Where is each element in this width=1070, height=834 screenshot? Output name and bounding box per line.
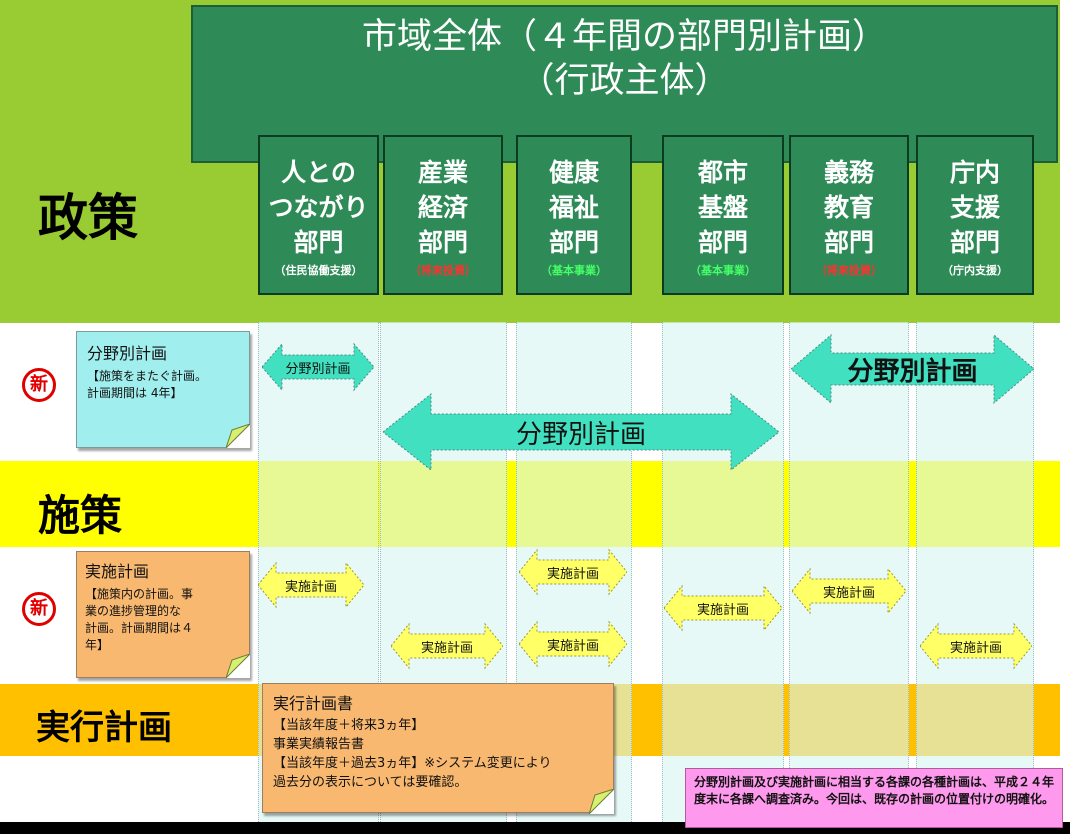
impl-plan-arrow: 実施計画 [664,584,782,632]
dept-header-education: 義務教育部門 （将来投資） [789,135,909,295]
field-plan-arrow-center: 分野別計画 [383,392,779,472]
impl-plan-arrow: 実施計画 [519,620,627,668]
note-curl-icon [226,654,250,678]
dept-header-urban: 都市基盤部門 （基本事業） [662,135,784,295]
execution-plan-note-body: 【当該年度＋将来3ヵ年】 事業実績報告書 【当該年度＋過去3ヵ年】※システム変更… [273,718,552,790]
new-badge-icon: 新 [22,592,56,626]
field-plan-arrow-right-label: 分野別計画 [847,356,978,387]
dept-header-industry: 産業経済部門 （将来投資） [383,135,503,295]
dept-header-people: 人とのつながり部門 （住民協働支援） [258,135,379,295]
dept-name-line: 健康 [548,158,599,187]
dept-name-line: 部門 [548,228,599,257]
impl-plan-arrow: 実施計画 [391,622,503,670]
dept-name-line: 部門 [417,228,468,257]
field-plan-arrow-small: 分野別計画 [262,342,374,392]
dept-tag: （庁内支援） [942,264,1008,277]
dept-name-line: 教育 [823,193,874,222]
dept-name-line: つながり [268,193,369,222]
field-plan-arrow-small-label: 分野別計画 [285,361,351,377]
new-badge-icon: 新 [22,368,56,402]
dept-name-line: 産業 [417,158,468,187]
dept-name-line: 庁内 [949,158,1000,187]
dept-tag: （住民協働支援） [274,264,363,277]
dept-tag: （将来投資） [410,264,476,277]
dept-name-line: 福祉 [548,193,599,222]
implementation-plan-note-title: 実施計画 [85,562,150,581]
dept-column-6 [916,322,1034,822]
note-curl-icon [589,789,614,814]
impl-plan-arrow-label: 実施計画 [949,640,1002,656]
field-plan-arrow-center-label: 分野別計画 [515,419,646,450]
field-plan-note-body: 【施策をまたぐ計画。 計画期間は 4年】 [87,369,208,400]
impl-plan-arrow: 実施計画 [792,567,906,615]
dept-header-internal: 庁内支援部門 （庁内支援） [916,135,1034,295]
header-title-line1: 市域全体（４年間の部門別計画） [361,17,887,57]
execution-plan-note: 実行計画書 【当該年度＋将来3ヵ年】 事業実績報告書 【当該年度＋過去3ヵ年】※… [262,683,614,813]
impl-plan-arrow-label: 実施計画 [546,638,599,654]
impl-plan-arrow-label: 実施計画 [284,579,337,595]
dept-name-line: 義務 [823,158,874,187]
field-plan-note: 分野別計画 【施策をまたぐ計画。 計画期間は 4年】 [76,331,250,448]
dept-name-line: 部門 [697,228,748,257]
measure-label: 施策 [38,491,123,540]
dept-name-line: 支援 [949,193,1000,222]
impl-plan-arrow-label: 実施計画 [822,585,875,601]
dept-tag: （基本事業） [541,264,607,277]
field-plan-note-title: 分野別計画 [87,344,168,363]
dept-name-line: 部門 [293,228,344,257]
execution-label: 実行計画 [36,708,172,748]
header-title-line2: （行政主体） [519,61,730,101]
dept-name-line: 部門 [949,228,1000,257]
implementation-plan-note: 実施計画 【施策内の計画。事 業の進捗管理的な 計画。計画期間は４ 年】 [76,551,250,678]
impl-plan-arrow: 実施計画 [519,548,627,596]
pink-note: 分野別計画及び実施計画に相当する各課の各種計画は、平成２４年度末に各課へ調査済み… [685,768,1063,828]
dept-column-4 [662,322,784,822]
note-curl-icon [226,424,250,448]
dept-name-line: 基盤 [697,193,748,222]
impl-plan-arrow-label: 実施計画 [420,640,473,656]
impl-plan-arrow: 実施計画 [258,561,364,609]
dept-tag: （基本事業） [690,264,756,277]
impl-plan-arrow-label: 実施計画 [546,566,599,582]
dept-name-line: 経済 [417,193,468,222]
execution-plan-note-title: 実行計画書 [273,694,354,713]
dept-header-health: 健康福祉部門 （基本事業） [516,135,632,295]
implementation-plan-note-body: 【施策内の計画。事 業の進捗管理的な 計画。計画期間は４ 年】 [85,587,194,652]
dept-name-line: 部門 [823,228,874,257]
impl-plan-arrow: 実施計画 [920,622,1032,670]
field-plan-arrow-right: 分野別計画 [791,333,1034,405]
dept-name-line: 人との [281,158,356,187]
impl-plan-arrow-label: 実施計画 [696,602,749,618]
dept-name-line: 都市 [697,158,748,187]
header-title: 市域全体（４年間の部門別計画） （行政主体） [191,15,1058,103]
policy-label: 政策 [38,189,138,247]
dept-tag: （将来投資） [816,264,882,277]
